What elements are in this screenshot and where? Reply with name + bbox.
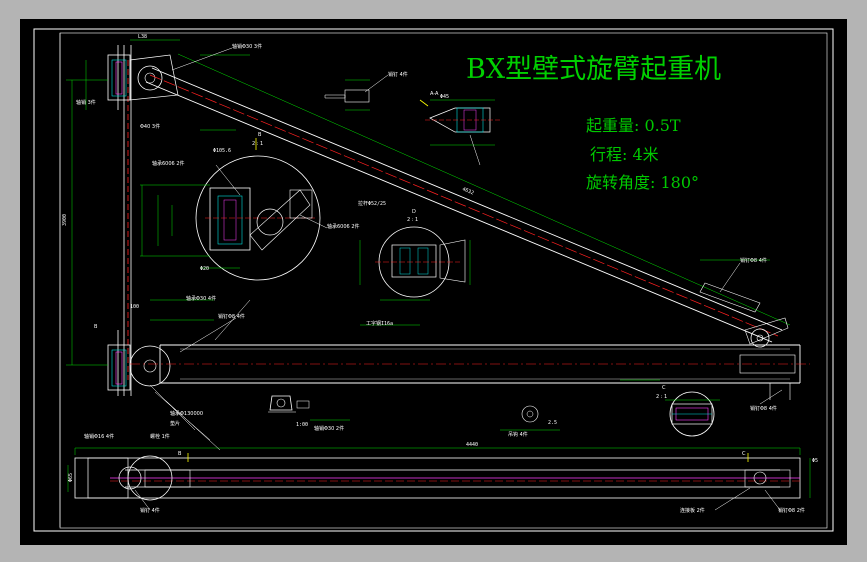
dim-top-width: L38	[138, 34, 147, 40]
dim-beam-name: 工字钢I16a	[366, 320, 393, 327]
callout-top-c: Φ40 3件	[140, 123, 160, 130]
callout-bot-a: 轴承Φ30 4件	[186, 295, 216, 302]
dim-left-height: 3900	[62, 214, 68, 226]
detail-b	[140, 155, 321, 281]
detail-b-scale: 2 : 1	[252, 141, 263, 147]
callout-mid-a: 轴承6006 2件	[152, 160, 185, 167]
top-bracket	[107, 54, 179, 101]
side-b-letter: B	[94, 324, 98, 330]
outer-border	[33, 28, 834, 532]
dim-d-width: 100	[130, 304, 139, 310]
callout-hang: 吊钩 4件	[508, 431, 528, 438]
callout-bot-e: 螺栓 1件	[150, 433, 170, 440]
callout-side-note: 轴销 3件	[76, 99, 96, 106]
callout-top-b: 销钉 4件	[388, 71, 408, 78]
spec-rotation: 旋转角度: 180°	[586, 173, 699, 192]
dim-c-plate: 2.5	[548, 420, 557, 426]
callout-mid-b: 轴承6006 2件	[327, 223, 360, 230]
tie-rod-centerline	[149, 74, 779, 337]
callout-plan-b: 连接板 2件	[680, 507, 705, 514]
callout-plan-a: 销钉 4件	[140, 507, 160, 514]
dim-diag-length: 4632	[461, 186, 474, 196]
dimension-lines	[66, 39, 770, 431]
dim-tie-rod: 拉杆Φ52/25	[358, 200, 386, 207]
callout-bot-c: 轴承Φ130000	[170, 410, 203, 417]
spec-travel: 行程: 4米	[590, 145, 659, 164]
detail-b-letter: B	[258, 132, 262, 138]
detail-c-scale: 2 : 1	[656, 394, 667, 400]
drawing-title: BX型壁式旋臂起重机	[466, 54, 721, 85]
spec-capacity: 起重量: 0.5T	[586, 116, 681, 135]
callout-plan-d: 轴销Φ30 2件	[314, 425, 344, 432]
callout-plan-c: 销钉Φ8 2件	[778, 507, 805, 514]
section-a-letter: A-A	[430, 91, 439, 97]
tie-rod	[145, 67, 783, 343]
hook-lug	[268, 395, 310, 413]
detail-d-letter: D	[412, 209, 416, 215]
dim-plan-width: Φ65	[68, 473, 74, 482]
callout-top-a: 轴销Φ30 3件	[232, 43, 262, 50]
callout-right-b: 销钉Φ8 4件	[750, 405, 777, 412]
plan-c-letter: C	[742, 451, 746, 457]
detail-c	[665, 391, 720, 437]
detail-d-scale: 2 : 1	[407, 217, 418, 223]
plan-view	[67, 447, 811, 501]
green-leader-diag	[177, 53, 791, 326]
callout-bot-f: 轴销Φ16 4件	[84, 433, 114, 440]
plan-b-letter: B	[178, 451, 182, 457]
section-markers	[187, 99, 749, 462]
dim-b-dia: Φ20	[200, 266, 209, 272]
pin-detail	[324, 79, 370, 111]
leader-lines	[134, 47, 783, 511]
dim-bottom-stub: 1:00	[296, 422, 308, 428]
callout-right-a: 销钉Φ8 4件	[740, 257, 767, 264]
dim-beam-length: 4440	[466, 442, 478, 448]
dim-a-dia: Φ45	[440, 94, 449, 100]
section-a	[425, 99, 500, 146]
dim-plan-small: Φ5	[812, 458, 818, 464]
boom-end-joint	[699, 282, 796, 400]
boom-beam	[159, 344, 801, 384]
small-bolt-detail	[521, 405, 539, 423]
dim-left-d: Φ105.6	[213, 148, 231, 154]
detail-d	[359, 226, 471, 298]
wall-column	[117, 45, 132, 396]
callout-bot-b: 销钉Φ8 4件	[218, 313, 245, 320]
bottom-bracket	[107, 344, 171, 391]
detail-c-letter: C	[662, 385, 666, 391]
callout-bot-d: 垫片	[170, 420, 180, 427]
